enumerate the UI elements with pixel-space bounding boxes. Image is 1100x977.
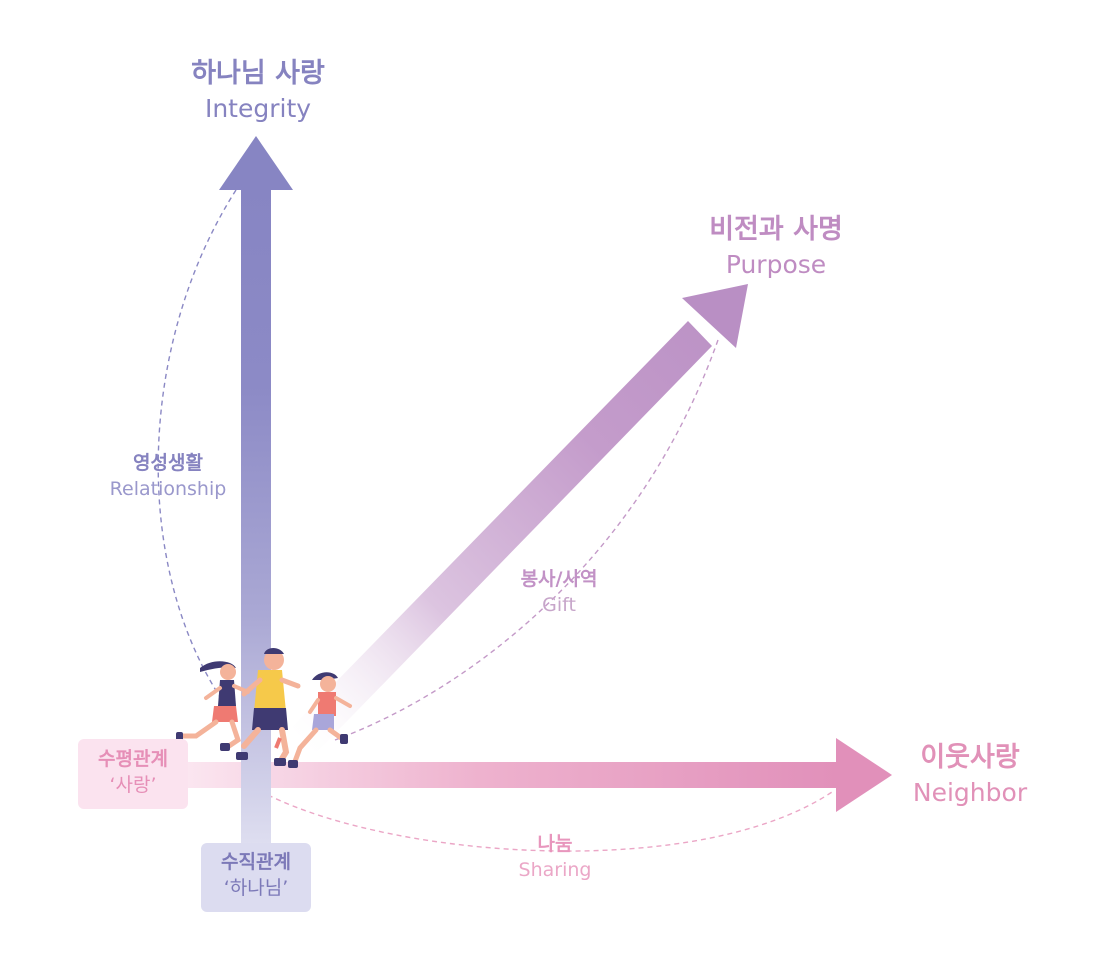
sharing-arc (267, 791, 833, 852)
purpose-axis-label: 비전과 사명 Purpose (676, 212, 876, 282)
neighbor-axis-label: 이웃사랑 Neighbor (870, 740, 1070, 810)
gift-english-label: Gift (542, 594, 576, 616)
relationship-english-label: Relationship (109, 478, 227, 500)
integrity-axis-label: 하나님 사랑 Integrity (158, 56, 358, 126)
relationship-arc-label: 영성생활 Relationship (84, 450, 252, 502)
horizontal-relation-box: 수평관계 ‘사랑’ (78, 739, 188, 809)
neighbor-korean-title: 이웃사랑 (920, 742, 1020, 773)
integrity-korean-title: 하나님 사랑 (191, 58, 325, 89)
runner-right-icon (288, 672, 352, 768)
vertical-relation-title: 수직관계 (221, 851, 291, 873)
sharing-english-label: Sharing (518, 859, 592, 881)
integrity-english-title: Integrity (204, 94, 312, 123)
runner-middle-icon (236, 648, 301, 766)
runners-illustration (176, 648, 352, 768)
gift-arc-label: 봉사/사역 Gift (484, 566, 634, 618)
neighbor-arrow (186, 738, 892, 812)
relationship-arc (157, 189, 237, 701)
runner-left-icon (176, 661, 250, 751)
gift-korean-label: 봉사/사역 (520, 568, 598, 590)
neighbor-english-title: Neighbor (912, 778, 1028, 807)
vertical-relation-box: 수직관계 ‘하나님’ (201, 843, 311, 912)
horizontal-relation-title: 수평관계 (98, 748, 168, 770)
horizontal-relation-subtitle: ‘사랑’ (109, 774, 157, 796)
relationship-korean-label: 영성생활 (133, 452, 203, 474)
gift-arc (334, 339, 719, 741)
sharing-arc-label: 나눔 Sharing (480, 831, 630, 883)
vertical-relation-subtitle: ‘하나님’ (223, 877, 289, 899)
purpose-english-title: Purpose (725, 250, 827, 279)
purpose-arrow (292, 284, 748, 753)
sharing-korean-label: 나눔 (537, 833, 573, 855)
purpose-korean-title: 비전과 사명 (709, 214, 843, 245)
